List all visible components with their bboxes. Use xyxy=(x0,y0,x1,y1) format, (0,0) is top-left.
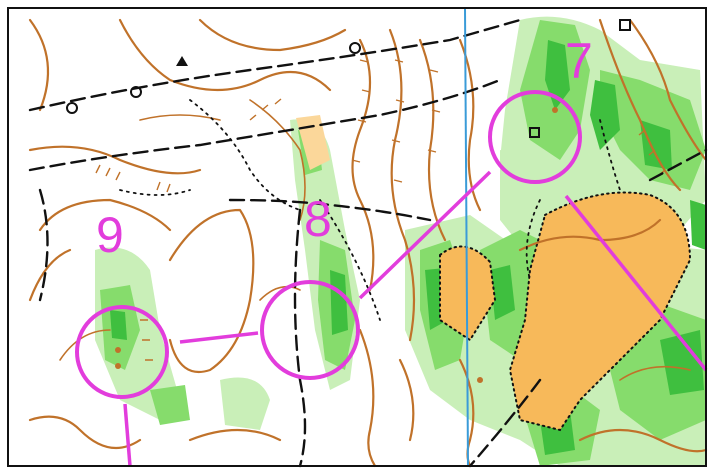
course-legs xyxy=(123,170,708,467)
slope-tags xyxy=(95,59,666,361)
control-circle-9[interactable] xyxy=(75,305,169,399)
footpaths xyxy=(119,99,621,321)
north-line xyxy=(464,7,469,467)
open-land xyxy=(296,115,692,432)
control-number-8: 8 xyxy=(304,191,332,247)
map-border xyxy=(7,7,707,467)
control-number-7: 7 xyxy=(565,33,593,89)
control-circle-7[interactable] xyxy=(488,90,582,184)
point-features xyxy=(66,19,631,383)
control-number-9: 9 xyxy=(96,207,124,263)
contour-lines xyxy=(28,18,708,468)
tracks xyxy=(28,18,708,468)
dark-vegetation xyxy=(110,40,706,455)
control-circle-8[interactable] xyxy=(260,280,360,380)
